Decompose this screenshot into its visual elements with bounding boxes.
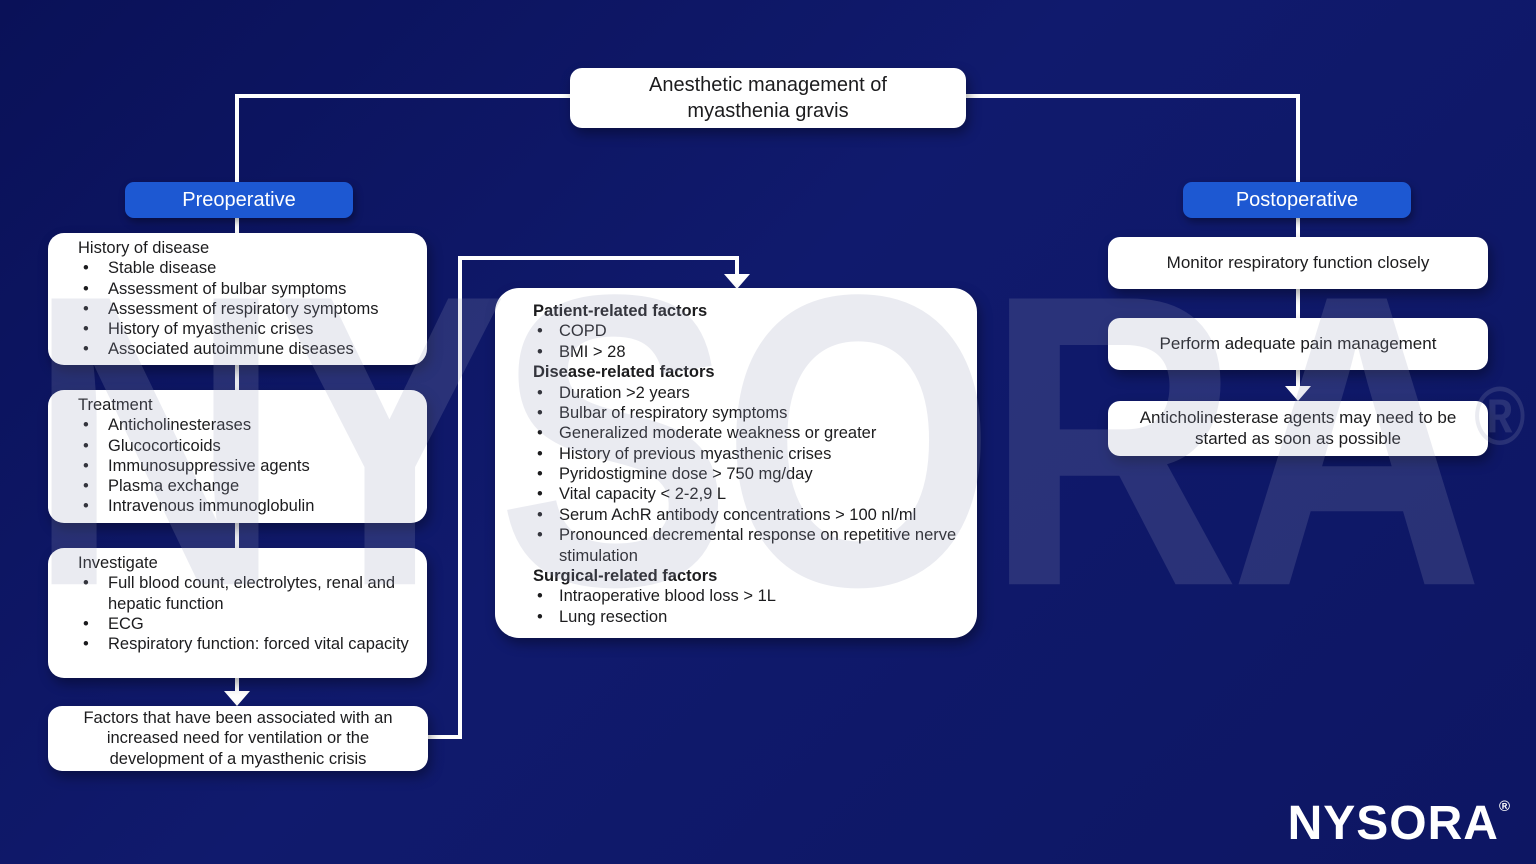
title-box: Anesthetic management of myasthenia grav… xyxy=(570,68,966,128)
bullet-item: Anticholinesterases xyxy=(78,415,415,436)
bullet-item: Full blood count, electrolytes, renal an… xyxy=(78,573,415,614)
connector-postoperative-column-v xyxy=(1296,218,1300,388)
bullet-item: ECG xyxy=(78,614,415,635)
postoperative-label: Postoperative xyxy=(1235,188,1359,211)
connector-title-to-preoperative-v xyxy=(235,94,239,182)
section-heading: Surgical-related factors xyxy=(533,566,718,585)
bullet-list: Full blood count, electrolytes, renal an… xyxy=(78,573,415,654)
bullet-item: Assessment of respiratory symptoms xyxy=(78,299,415,320)
bullet-item: Generalized moderate weakness or greater xyxy=(533,423,957,444)
page-title: Anesthetic management of myasthenia grav… xyxy=(649,74,887,122)
bullet-list: Stable diseaseAssessment of bulbar sympt… xyxy=(78,258,415,360)
anticholinesterase-box: Anticholinesterase agents may need to be… xyxy=(1108,401,1488,456)
nysora-logo: NYSORA® xyxy=(1287,797,1510,850)
ventilation-factors-text: Factors that have been associated with a… xyxy=(83,708,393,768)
bullet-item: History of myasthenic crises xyxy=(78,319,415,340)
registered-mark-icon: ® xyxy=(1498,798,1510,815)
bullet-item: Bulbar of respiratory symptoms xyxy=(533,403,957,424)
connector-title-to-postoperative-v xyxy=(1296,94,1300,182)
history-of-disease-box: History of disease Stable diseaseAssessm… xyxy=(48,233,427,365)
bullet-item: Assessment of bulbar symptoms xyxy=(78,279,415,300)
box-title: History of disease xyxy=(78,239,210,257)
bullet-item: Glucocorticoids xyxy=(78,436,415,457)
bullet-item: Serum AchR antibody concentrations > 100… xyxy=(533,505,957,526)
bullet-item: Pyridostigmine dose > 750 mg/day xyxy=(533,464,957,485)
bullet-item: Vital capacity < 2-2,9 L xyxy=(533,484,957,505)
bullet-item: Lung resection xyxy=(533,607,957,628)
connector-risk-stub-v xyxy=(735,258,739,276)
bullet-item: History of previous myasthenic crises xyxy=(533,444,957,465)
bullet-list: COPDBMI > 28 xyxy=(533,321,957,362)
connector-title-to-postoperative-h xyxy=(966,94,1298,98)
connector-factors-to-risk-h1 xyxy=(427,735,462,739)
bullet-item: Stable disease xyxy=(78,258,415,279)
bullet-item: Immunosuppressive agents xyxy=(78,456,415,477)
connector-factors-to-risk-h2 xyxy=(458,256,739,260)
treatment-box: Treatment AnticholinesterasesGlucocortic… xyxy=(48,390,427,523)
box-title: Treatment xyxy=(78,396,153,414)
connector-title-to-preoperative-h xyxy=(237,94,570,98)
monitor-respiratory-text: Monitor respiratory function closely xyxy=(1166,252,1430,272)
bullet-item: BMI > 28 xyxy=(533,342,957,363)
preoperative-label: Preoperative xyxy=(182,188,296,211)
box-title: Investigate xyxy=(78,554,158,572)
arrowhead-down-icon xyxy=(724,274,750,289)
bullet-item: Duration >2 years xyxy=(533,383,957,404)
arrowhead-down-icon xyxy=(224,691,250,706)
connector-factors-to-risk-v xyxy=(458,256,462,739)
bullet-item: COPD xyxy=(533,321,957,342)
monitor-respiratory-box: Monitor respiratory function closely xyxy=(1108,237,1488,289)
bullet-list: AnticholinesterasesGlucocorticoidsImmuno… xyxy=(78,415,415,517)
bullet-list: Duration >2 yearsBulbar of respiratory s… xyxy=(533,383,957,566)
risk-factors-box: Patient-related factorsCOPDBMI > 28Disea… xyxy=(495,288,977,638)
anticholinesterase-text: Anticholinesterase agents may need to be… xyxy=(1139,407,1457,448)
ventilation-factors-box: Factors that have been associated with a… xyxy=(48,706,428,771)
bullet-item: Associated autoimmune diseases xyxy=(78,339,415,360)
bullet-item: Plasma exchange xyxy=(78,476,415,497)
section-heading: Patient-related factors xyxy=(533,302,708,320)
pain-management-box: Perform adequate pain management xyxy=(1108,318,1488,370)
arrowhead-down-icon xyxy=(1285,386,1311,401)
postoperative-header: Postoperative xyxy=(1183,182,1411,218)
bullet-list: Intraoperative blood loss > 1LLung resec… xyxy=(533,586,957,627)
bullet-item: Pronounced decremental response on repet… xyxy=(533,525,957,566)
bullet-item: Respiratory function: forced vital capac… xyxy=(78,634,415,655)
preoperative-header: Preoperative xyxy=(125,182,353,218)
pain-management-text: Perform adequate pain management xyxy=(1159,333,1437,353)
bullet-item: Intraoperative blood loss > 1L xyxy=(533,586,957,607)
bullet-item: Intravenous immunoglobulin xyxy=(78,496,415,517)
investigate-box: Investigate Full blood count, electrolyt… xyxy=(48,548,427,678)
section-heading: Disease-related factors xyxy=(533,363,715,382)
